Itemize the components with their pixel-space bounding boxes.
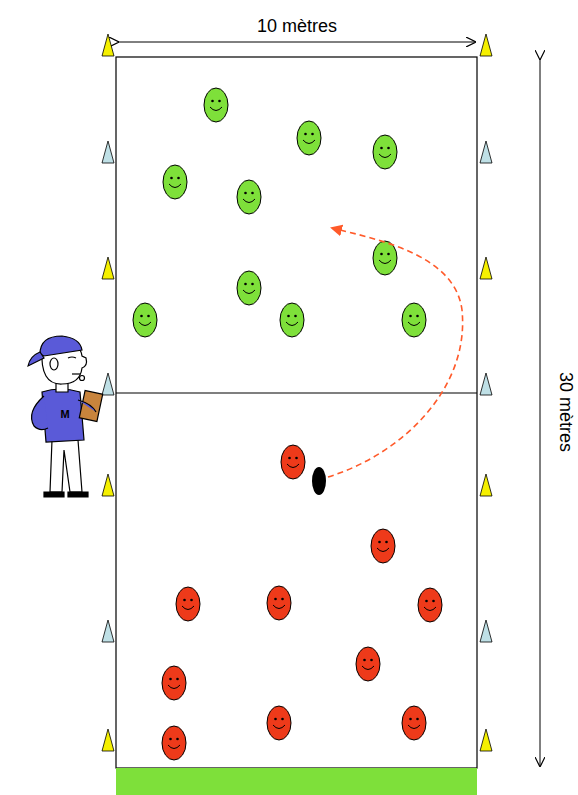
ball — [312, 467, 326, 495]
width-arrow — [118, 42, 475, 43]
end-zone — [116, 768, 477, 795]
shirt-letter: M — [60, 409, 69, 420]
red-players — [162, 445, 442, 760]
coach-figure — [28, 336, 103, 497]
pitch — [116, 57, 477, 768]
dimension-label: 30 mètres — [557, 369, 575, 455]
halfway-line — [116, 392, 477, 393]
length-arrow — [540, 59, 541, 766]
green-players — [133, 88, 426, 337]
cones — [102, 34, 492, 751]
ball-trajectory — [328, 228, 463, 477]
dimension-label: 10 mètres — [254, 17, 340, 35]
